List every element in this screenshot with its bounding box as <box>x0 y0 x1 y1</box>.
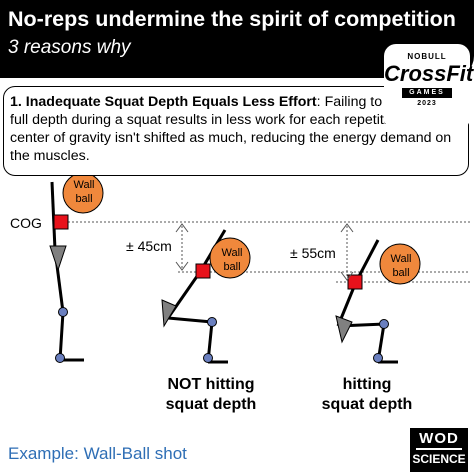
hit-depth-knee-joint <box>379 319 389 329</box>
hit-depth-ankle-joint <box>373 353 383 363</box>
standing-knee-joint <box>58 307 68 317</box>
wod-science-logo: WOD SCIENCE <box>410 428 468 472</box>
page-subtitle: 3 reasons why <box>8 37 131 58</box>
example-caption: Example: Wall-Ball shot <box>8 444 187 463</box>
hit-depth-wall-ball <box>379 243 421 285</box>
not-depth-arrow <box>175 223 189 271</box>
logo-sponsor: NOBULL <box>407 52 447 61</box>
not-depth-caption-2: squat depth <box>166 396 257 413</box>
hit-depth-thigh-marker <box>335 315 353 344</box>
standing-ball-label-2: ball <box>75 193 92 205</box>
hit-depth-cog-marker <box>347 274 363 290</box>
hit-depth-figure <box>335 239 421 364</box>
not-depth-wall-ball <box>209 237 251 279</box>
not-depth-cog-marker <box>195 263 211 279</box>
hit-depth-ball-label-1: Wall <box>391 253 412 265</box>
not-depth-thigh-marker <box>161 299 177 328</box>
standing-cog-marker <box>53 214 69 230</box>
hit-depth-caption-1: hitting <box>343 376 392 393</box>
not-depth-knee-joint <box>207 317 217 327</box>
logo-games-bar <box>402 88 452 98</box>
not-depth-ball-label-2: ball <box>223 261 240 273</box>
standing-ball-label-1: Wall <box>74 179 95 191</box>
not-depth-measure-label: ± 45cm <box>126 238 172 254</box>
hit-depth-caption-2: squat depth <box>322 396 413 413</box>
logo-brand: CrossFit <box>384 61 474 86</box>
not-depth-caption-1: NOT hitting <box>167 376 254 393</box>
standing-thigh-marker <box>49 245 67 272</box>
title-banner: No-reps undermine the spirit of competit… <box>0 0 474 78</box>
wod-logo-divider <box>416 448 462 450</box>
cog-label: COG <box>10 215 42 231</box>
wod-logo-line1: WOD <box>419 430 459 447</box>
not-depth-ankle-joint <box>203 353 213 363</box>
logo-games: GAMES <box>409 89 445 96</box>
page-title: No-reps undermine the spirit of competit… <box>8 7 456 31</box>
not-depth-ball-label-1: Wall <box>222 247 243 259</box>
logo-year: 2023 <box>417 100 437 107</box>
hit-depth-arrow <box>340 223 354 281</box>
crossfit-games-logo: NOBULL CrossFit GAMES 2023 <box>384 44 474 130</box>
reason-text: 1. Inadequate Squat Depth Equals Less Ef… <box>10 94 452 164</box>
standing-figure <box>49 172 104 363</box>
not-depth-figure <box>161 229 251 364</box>
standing-ankle-joint <box>55 353 65 363</box>
hit-depth-ball-label-2: ball <box>392 267 409 279</box>
wod-logo-line2: SCIENCE <box>412 452 466 466</box>
reason-heading: 1. Inadequate Squat Depth Equals Less Ef… <box>10 94 317 110</box>
hit-depth-measure-label: ± 55cm <box>290 245 336 261</box>
